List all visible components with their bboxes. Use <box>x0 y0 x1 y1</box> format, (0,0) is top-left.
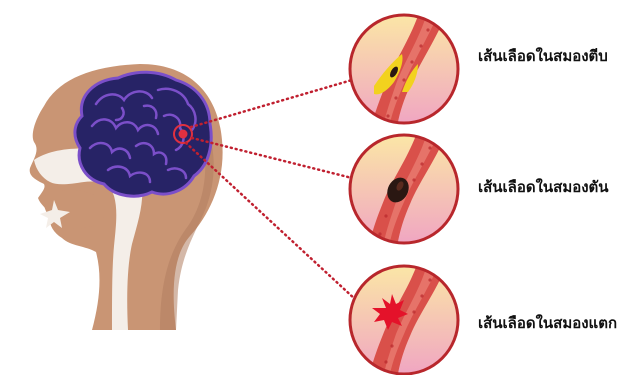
label-blocked-vessel: เส้นเลือดในสมองตัน <box>478 180 609 195</box>
circle-blocked-vessel <box>350 130 458 254</box>
label-ruptured-vessel: เส้นเลือดในสมองแตก <box>478 316 617 331</box>
connector-narrowed <box>191 80 352 127</box>
head-illustration <box>30 64 223 330</box>
label-narrowed-vessel: เส้นเลือดในสมองตีบ <box>478 49 608 64</box>
circle-ruptured-vessel <box>350 262 458 375</box>
circle-narrowed-vessel <box>350 10 458 134</box>
connector-ruptured <box>186 143 356 300</box>
